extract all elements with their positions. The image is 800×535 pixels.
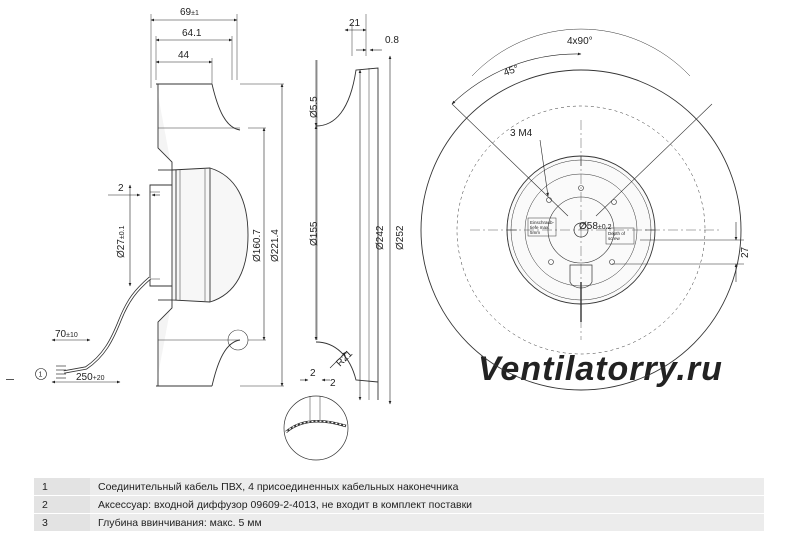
dim-44: 44 [178,50,190,61]
front-dimensions [451,52,744,282]
dim-08: 0.8 [385,35,399,46]
watermark: Ventilatorry.ru [478,350,723,388]
dim-2-a: 2 [310,368,316,379]
dim-5-5: Ø5.5 [309,96,320,118]
depth-label: Depth of screw [608,231,626,241]
dim-58: Ø58±0.2 [579,221,612,232]
section-dimensions [300,28,392,405]
svg-text:Einschraub-: Einschraub- [530,220,555,225]
dim-64: 64.1 [182,28,202,39]
margin-mark [6,379,14,380]
dim-4x90: 4x90° [567,36,593,47]
warning-label: Einschraub- tiefe max. 5mm [530,220,555,235]
dim-45: 45° [502,63,520,79]
svg-text:5mm: 5mm [530,230,540,235]
dim-69: 69±1 [180,7,199,18]
side-view [56,14,284,387]
note-text: Аксессуар: входной диффузор 09609-2-4013… [90,495,764,514]
dim-160: Ø160.7 [252,229,263,262]
dim-252: Ø252 [395,225,406,250]
dim-27: Ø27±0.1 [116,225,127,258]
dim-221: Ø221.4 [270,229,281,262]
dim-2-b: 2 [330,378,336,389]
svg-text:screw: screw [608,236,621,241]
note-number: 2 [34,495,90,514]
dim-27-right: 27 [740,246,751,258]
note-number: 1 [34,478,90,496]
dim-2-left: 2 [118,183,124,194]
note-text: Глубина ввинчивания: макс. 5 мм [90,513,764,532]
dim-242: Ø242 [375,225,386,250]
dim-155: Ø155 [309,221,320,246]
dim-r21: R21 [334,348,355,369]
callout-1: 1 [35,368,47,380]
section-view [283,14,379,461]
front-view [420,28,742,391]
svg-text:Depth of: Depth of [608,231,626,236]
dim-70: 70±10 [55,329,78,340]
dim-250: 250+20 [76,372,105,383]
note-text: Соединительный кабель ПВХ, 4 присоединен… [90,478,764,496]
side-dimensions [51,18,284,387]
dim-3m4: 3 M4 [510,128,533,139]
note-number: 3 [34,513,90,532]
technical-drawing: Ventilatorry.ru [35,7,751,461]
dim-21: 21 [349,18,361,29]
svg-text:1: 1 [39,372,43,379]
svg-text:tiefe max.: tiefe max. [530,225,550,230]
